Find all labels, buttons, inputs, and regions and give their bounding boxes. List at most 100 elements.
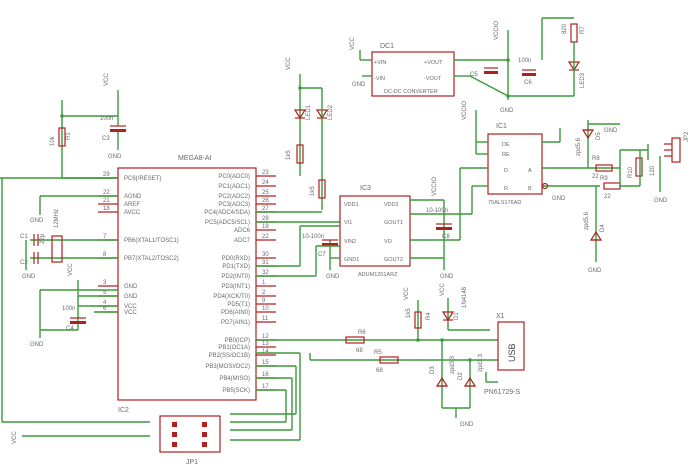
r10-ref: R10	[628, 166, 634, 178]
pin-number: 22	[103, 190, 110, 196]
usb-part: PN61729-S	[484, 389, 521, 396]
dcdc-converter: DC1 +VIN -VIN +VOUT -VOUT DC-DC CONVERTE…	[350, 17, 586, 114]
d3-ref: D3	[430, 366, 436, 374]
gnd-d5: GND	[604, 128, 618, 134]
pin-label: PD7(AIN1)	[221, 320, 250, 326]
rs485-ic1: IC1 75ALS176AD DE RE D R A B VCCIO GND	[410, 101, 620, 241]
d5-ref: D5	[596, 132, 602, 140]
rs485-ref: IC1	[496, 123, 507, 130]
rs485-pin-b: B	[528, 186, 532, 192]
pin-label: PD1(TXD)	[222, 264, 250, 270]
pin-label: PB3(MOSI/OC2)	[205, 364, 250, 370]
pin-number: 26	[262, 198, 269, 204]
adum-pin-vi1: VI1	[344, 220, 352, 226]
adum-pin-gout2: GOUT2	[384, 257, 403, 263]
dcdc-pin-vout-plus: +VOUT	[424, 60, 443, 66]
c7-value: 10-100n	[302, 234, 324, 240]
pin-number: 18	[103, 206, 110, 212]
r8-ref: R8	[592, 156, 600, 162]
vcc-usb: VCC	[404, 287, 410, 300]
gnd-adum1: GND	[326, 274, 340, 280]
pin-label: PD3(INT1)	[221, 284, 250, 290]
pin-label: PC3(ADC3)	[218, 202, 250, 208]
isp-header-jp1: JP1	[159, 415, 221, 466]
usb-section: R6 68 R5 68 1k5 R4 VCC 1N4148 D1 VCC D3 …	[309, 283, 525, 428]
pin-label: GND	[124, 284, 138, 290]
pin-number: 28	[262, 216, 269, 222]
pin-number: 25	[262, 190, 269, 196]
pin-label: PD0(RXD)	[222, 256, 250, 262]
r6-ref: R6	[358, 330, 366, 336]
pin-number: 19	[262, 224, 269, 230]
rs485-pin-re: RE	[502, 152, 510, 158]
r9-value: 22	[604, 194, 611, 200]
led3-label: LED3	[580, 72, 586, 88]
d1-value: 1N4148	[462, 286, 468, 308]
status-leds: LED1 LED2 1k5 1k5 VCC	[256, 57, 340, 223]
pin-label: PD6(AIN0)	[221, 310, 250, 316]
pin-label: PB0(ICP)	[225, 338, 250, 344]
dcdc-pin-vin-plus: +VIN	[374, 60, 386, 66]
pin-number: 17	[262, 384, 269, 390]
pin-number: 23	[262, 170, 269, 176]
rs485-pin-r: R	[504, 186, 508, 192]
bus-protection: zpd5.6 D5 GND zpd5.6 D4 GND R8 22 R9 22 …	[576, 120, 668, 274]
pin-label: PB2(SS/OC1B)	[209, 353, 250, 359]
mcu-to-isolator	[256, 225, 340, 277]
pin-number: 6	[103, 306, 107, 312]
pin-label: VCC	[124, 310, 137, 316]
c6-ref: C6	[524, 80, 532, 86]
pin-label: PC4(ADC4/SDA)	[204, 210, 250, 216]
pin-number: 1	[262, 280, 266, 286]
dcdc-ref: DC1	[380, 43, 394, 50]
vcc-dcdc: VCC	[350, 37, 356, 50]
usb-ref: X1	[496, 313, 505, 320]
d2-value: zpd3.3	[478, 353, 484, 372]
pin-number: 29	[103, 172, 110, 178]
mcu-ref: IC2	[118, 407, 129, 414]
gnd-jp2: GND	[654, 198, 668, 204]
rs485-pin-d: D	[504, 168, 508, 174]
vcc-leds: VCC	[286, 57, 292, 70]
pin-label: PC5(ADC5/SCL)	[205, 220, 250, 226]
rs485-pin-a: A	[528, 168, 532, 174]
pin-label: PB7(XTAL2/TOSC2)	[124, 256, 179, 262]
adum-label: ADUM1201ARZ	[358, 272, 398, 278]
mcu-name: MEGA8-AI	[178, 155, 212, 162]
vcc-r1: VCC	[104, 73, 110, 86]
r4-value: 1k5	[406, 308, 412, 318]
jp1-ref: JP1	[186, 459, 198, 466]
led1-label: LED1	[306, 104, 312, 120]
mcu-ic2: MEGA8-AI IC2 29PC6(/RESET)22AGND21AREF18…	[98, 155, 276, 414]
pin-label: PC1(ADC1)	[218, 184, 250, 190]
pin-number: 31	[262, 260, 269, 266]
r7-ref: R7	[580, 26, 586, 34]
pin-label: PB4(MISO)	[219, 376, 250, 382]
pin-label: PB1(OC1A)	[218, 345, 250, 351]
d4-ref: D4	[600, 224, 606, 232]
dcdc-pin-vin-minus: -VIN	[374, 76, 385, 82]
pin-label: PB5(SCK)	[222, 388, 250, 394]
pin-number: 5	[103, 290, 107, 296]
pin-label: PD4(XCK/T0)	[213, 294, 250, 300]
r3-value: 1k5	[310, 186, 316, 196]
adum-pin-vdd1: VDD1	[344, 202, 359, 208]
r6-value: 68	[356, 348, 363, 354]
bus-connector-jp2: JP2	[664, 131, 690, 163]
r10-value: 120	[650, 165, 656, 176]
c4-value: 100n	[62, 306, 75, 312]
pin-number: 16	[262, 372, 269, 378]
usb-label: USB	[507, 343, 517, 362]
r1-value: 10k	[50, 135, 56, 146]
